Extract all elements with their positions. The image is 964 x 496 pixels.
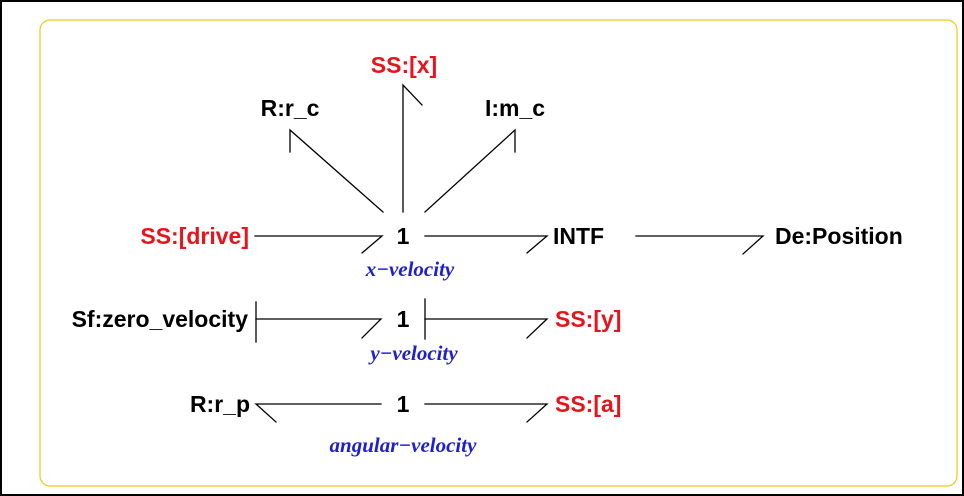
ss-drive-label: SS:[drive] (140, 223, 249, 249)
r-rp-label: R:r_p (190, 391, 250, 417)
bond-junction-a-to-ssa (424, 403, 549, 423)
inner-border (39, 19, 958, 487)
bond-drive-to-junction-x (254, 235, 384, 254)
sf-zero-velocity-label: Sf:zero_velocity (72, 306, 249, 332)
bond-rc-to-junction-x (289, 128, 384, 213)
intf-label: INTF (553, 223, 604, 249)
i-mc-label: I:m_c (485, 95, 545, 121)
junction-a-label: 1 (397, 391, 410, 417)
bond-intf-to-position (635, 235, 765, 255)
y-velocity-label: y−velocity (367, 341, 458, 365)
junction-x-label: 1 (397, 223, 410, 249)
x-velocity-label: x−velocity (365, 257, 455, 281)
bond-junction-y-to-ssy (424, 298, 549, 340)
bond-junction-x-to-imc (424, 128, 516, 213)
r-rc-label: R:r_c (261, 95, 320, 121)
ss-a-label: SS:[a] (555, 391, 621, 417)
de-position-label: De:Position (775, 223, 903, 249)
bond-junction-x-to-intf (424, 235, 549, 254)
junction-y-label: 1 (397, 306, 410, 332)
bond-junction-a-to-rp (254, 403, 382, 423)
ss-x-label: SS:[x] (371, 52, 437, 78)
angular-velocity-label: angular−velocity (330, 433, 478, 457)
bond-zero-velocity-to-junction-y (255, 301, 383, 343)
bond-junction-x-to-ssx (402, 83, 423, 213)
ss-y-label: SS:[y] (555, 306, 621, 332)
